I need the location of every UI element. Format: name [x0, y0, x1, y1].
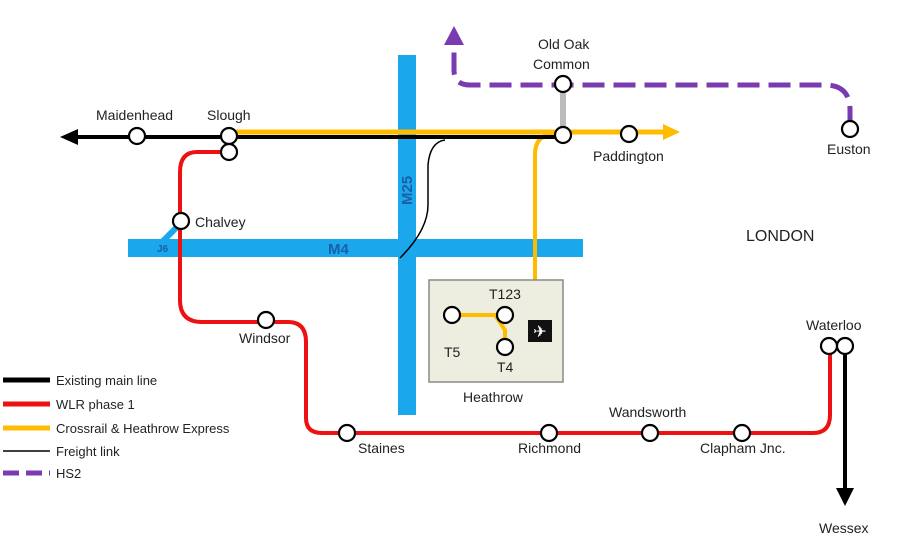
- station-richmond[interactable]: [539, 423, 559, 443]
- station-clapham[interactable]: [732, 423, 752, 443]
- station-slough-wlr[interactable]: [219, 142, 239, 162]
- station-t4[interactable]: [495, 337, 515, 357]
- station-old-oak-common[interactable]: [553, 125, 573, 145]
- m4-label: M4: [328, 241, 349, 258]
- j6-label: J6: [157, 244, 169, 255]
- station-staines[interactable]: [337, 423, 357, 443]
- label-heathrow: Heathrow: [463, 389, 524, 405]
- m25-motorway: [398, 55, 416, 415]
- station-chalvey[interactable]: [171, 211, 191, 231]
- label-windsor: Windsor: [239, 330, 291, 346]
- station-maidenhead[interactable]: [127, 126, 147, 146]
- airplane-icon: [528, 320, 552, 342]
- crossrail-arrow: [663, 124, 680, 140]
- legend-label-hs2: HS2: [56, 466, 81, 481]
- freight-link: [399, 139, 446, 259]
- hs2-line: [451, 42, 853, 128]
- station-t123[interactable]: [495, 305, 515, 325]
- station-windsor[interactable]: [256, 310, 276, 330]
- legend-label-main-line: Existing main line: [56, 373, 157, 388]
- label-t123: T123: [489, 286, 521, 302]
- label-t4: T4: [497, 359, 514, 375]
- main-line-west-arrow: [60, 129, 78, 145]
- station-paddington[interactable]: [619, 124, 639, 144]
- station-euston[interactable]: [840, 119, 860, 139]
- label-t5: T5: [444, 344, 461, 360]
- label-wandsworth: Wandsworth: [609, 404, 686, 420]
- wlr-phase-1-line: [178, 150, 832, 435]
- wessex-arrow: [836, 488, 854, 506]
- label-staines: Staines: [358, 440, 405, 456]
- station-waterloo[interactable]: [835, 336, 855, 356]
- label-richmond: Richmond: [518, 440, 581, 456]
- hs2-arrow: [444, 26, 464, 45]
- legend-label-crossrail: Crossrail & Heathrow Express: [56, 421, 230, 436]
- label-london: LONDON: [746, 228, 814, 245]
- label-wessex: Wessex: [819, 520, 869, 536]
- label-maidenhead: Maidenhead: [96, 107, 173, 123]
- station-slough[interactable]: [219, 126, 239, 146]
- label-clapham: Clapham Jnc.: [700, 440, 786, 456]
- label-old-oak-2: Common: [533, 56, 590, 72]
- legend-label-wlr: WLR phase 1: [56, 397, 135, 412]
- station-old-oak-common-hs2[interactable]: [553, 74, 573, 94]
- label-waterloo: Waterloo: [806, 317, 862, 333]
- legend: Existing main line WLR phase 1 Crossrail…: [3, 373, 230, 481]
- m25-label: M25: [399, 176, 416, 205]
- label-chalvey: Chalvey: [195, 214, 246, 230]
- label-old-oak-1: Old Oak: [538, 36, 590, 52]
- station-waterloo-wlr[interactable]: [819, 336, 839, 356]
- label-slough: Slough: [207, 107, 251, 123]
- airplane-glyph: ✈: [533, 322, 546, 341]
- legend-label-freight: Freight link: [56, 444, 120, 459]
- station-wandsworth[interactable]: [640, 423, 660, 443]
- label-euston: Euston: [827, 141, 871, 157]
- label-paddington: Paddington: [593, 148, 664, 164]
- m4-motorway: [128, 239, 583, 257]
- station-t5[interactable]: [442, 305, 462, 325]
